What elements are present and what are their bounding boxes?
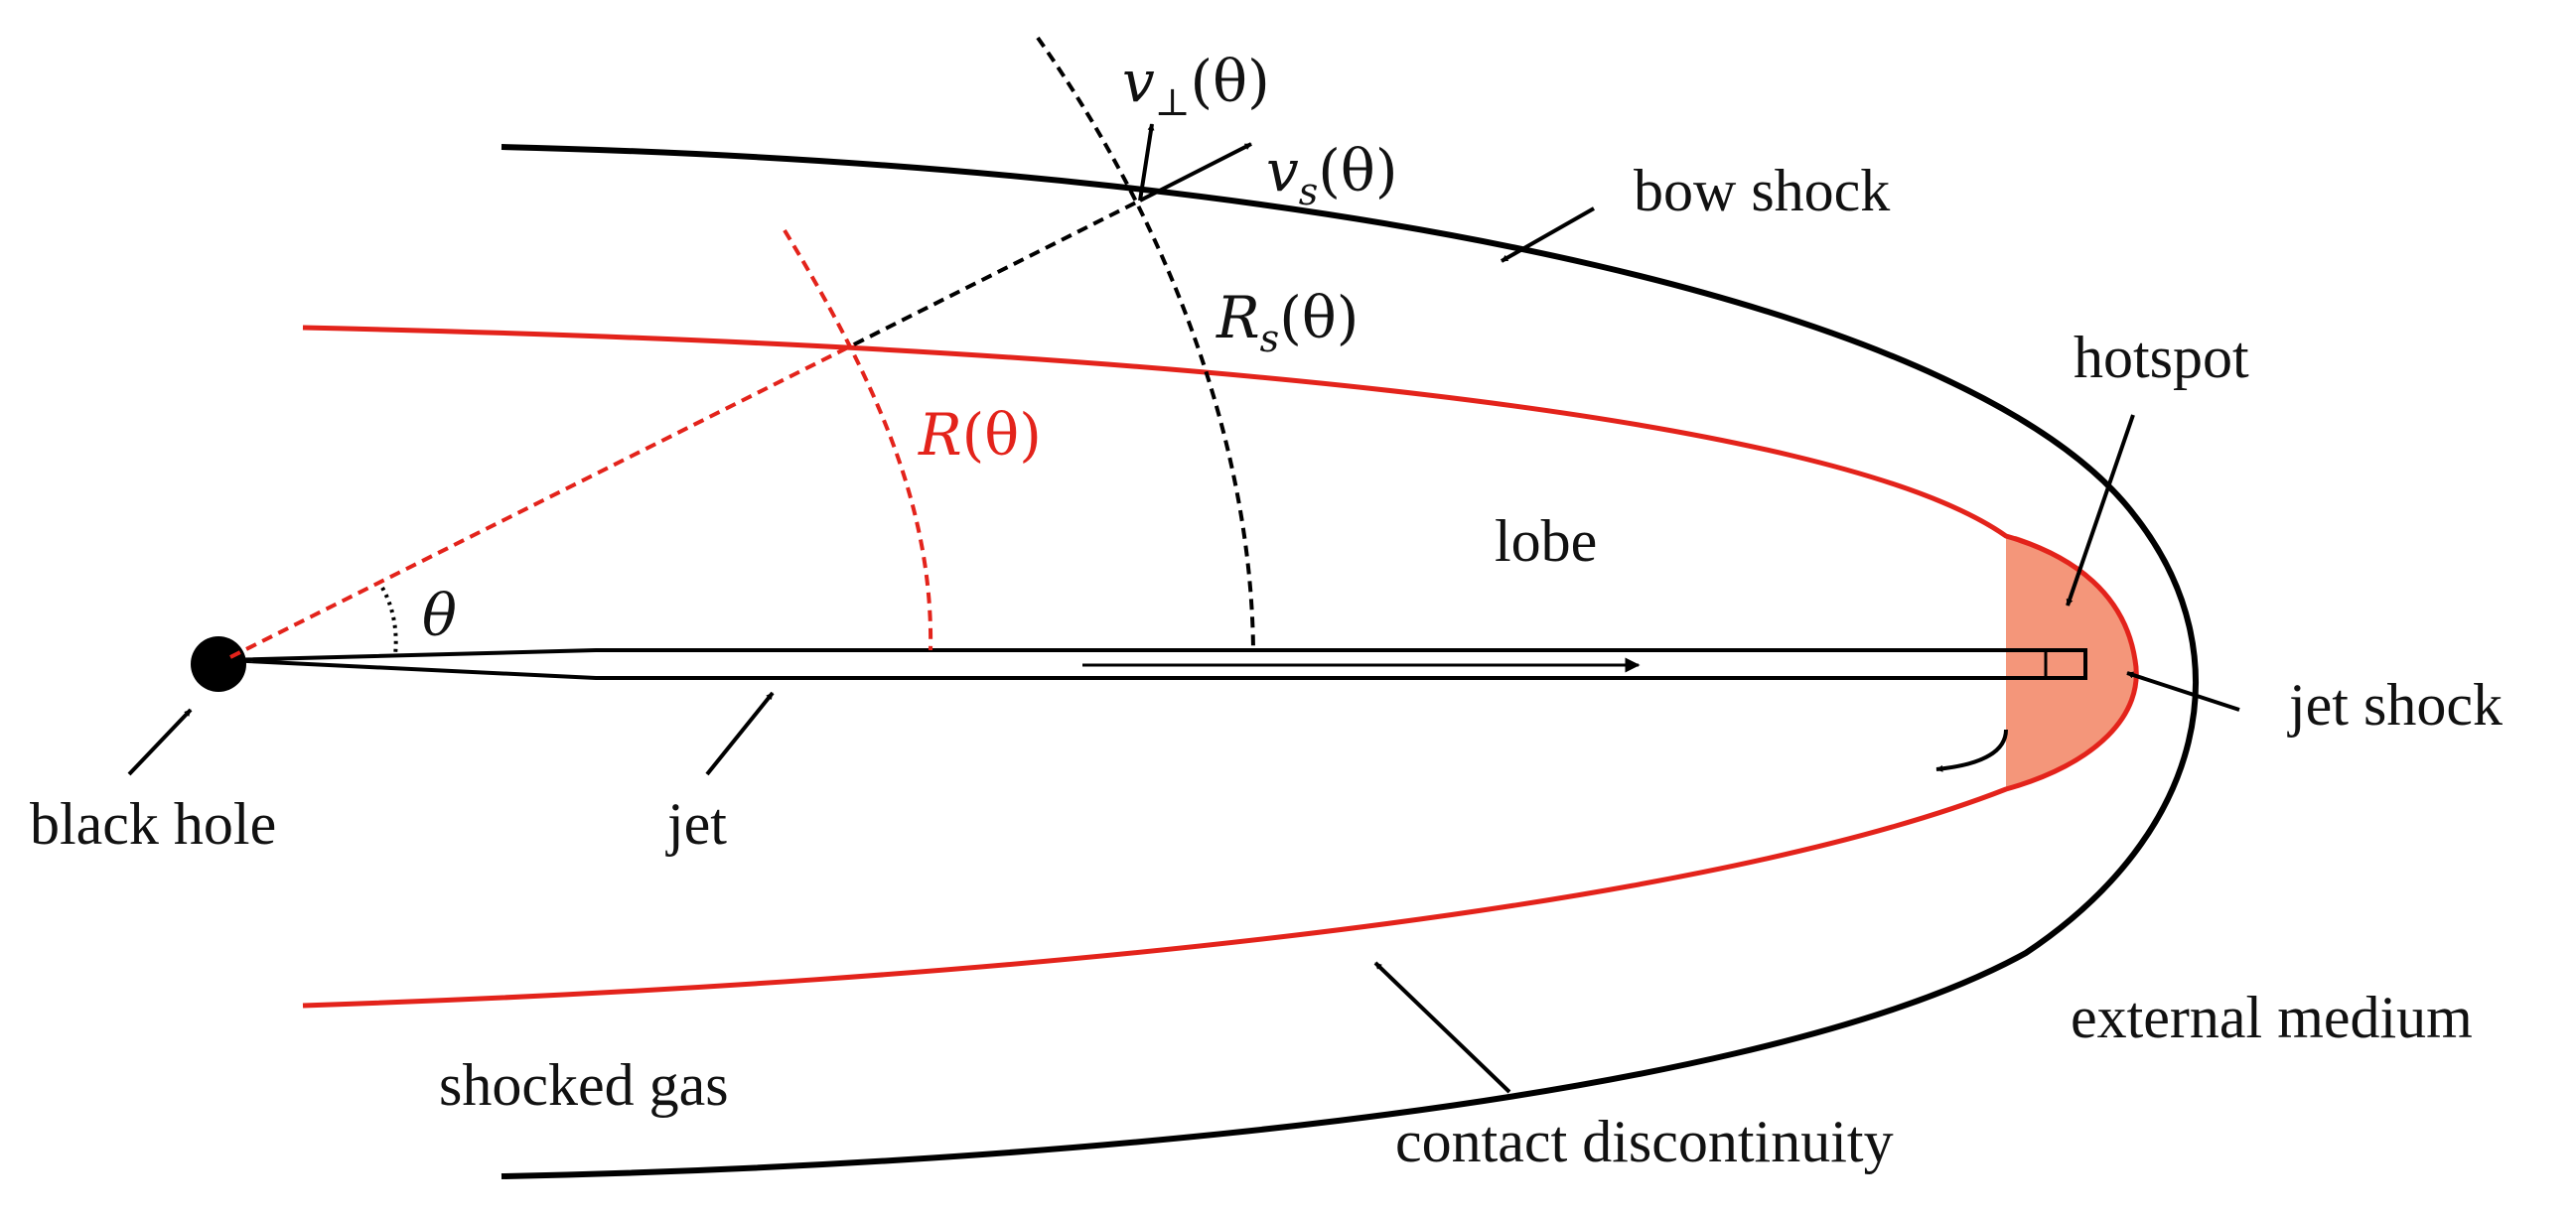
theta-label: θ (422, 582, 457, 649)
v-perp-label: v⊥(θ) (1122, 48, 1270, 124)
v-perp-arrow (1138, 123, 1155, 202)
r-s-theta-label: Rs(θ) (1216, 284, 1359, 360)
jet-shock-label: jet shock (2287, 672, 2503, 738)
jet-arrow (705, 691, 775, 776)
r-theta-label: R(θ) (918, 401, 1042, 469)
jet-shock-arrow (2126, 671, 2240, 712)
r-theta-arc (783, 228, 933, 651)
jet-shock-box (2044, 648, 2087, 680)
radial-line-black (853, 199, 1141, 346)
lobe-label: lobe (1495, 508, 1597, 574)
bow-shock-arrow (1501, 206, 1595, 263)
bow-shock-curve (501, 144, 2199, 1179)
v-s-label: vs(θ) (1266, 137, 1397, 213)
v-s-arrow (1139, 142, 1252, 203)
external-medium-label: external medium (2071, 985, 2473, 1050)
shocked-gas-label: shocked gas (439, 1052, 729, 1118)
contact-discontinuity-arrow (1373, 961, 1511, 1094)
hotspot-region (2006, 536, 2137, 789)
black-hole-arrow (127, 708, 193, 776)
radial-line-red (229, 342, 855, 659)
rs-theta-arc (1036, 36, 1255, 651)
backflow-arrow (1935, 729, 2008, 772)
contact-discontinuity-label: contact discontinuity (1395, 1109, 1894, 1174)
theta-angle-arc (380, 587, 398, 656)
black-hole-dot (191, 636, 246, 692)
bow-shock-label: bow shock (1634, 158, 1890, 223)
hotspot-label: hotspot (2074, 325, 2249, 390)
hotspot-arrow (2066, 414, 2135, 607)
jet-label: jet (665, 791, 727, 857)
contact-discontinuity-curve (302, 325, 2139, 1009)
black-hole-label: black hole (30, 791, 276, 857)
